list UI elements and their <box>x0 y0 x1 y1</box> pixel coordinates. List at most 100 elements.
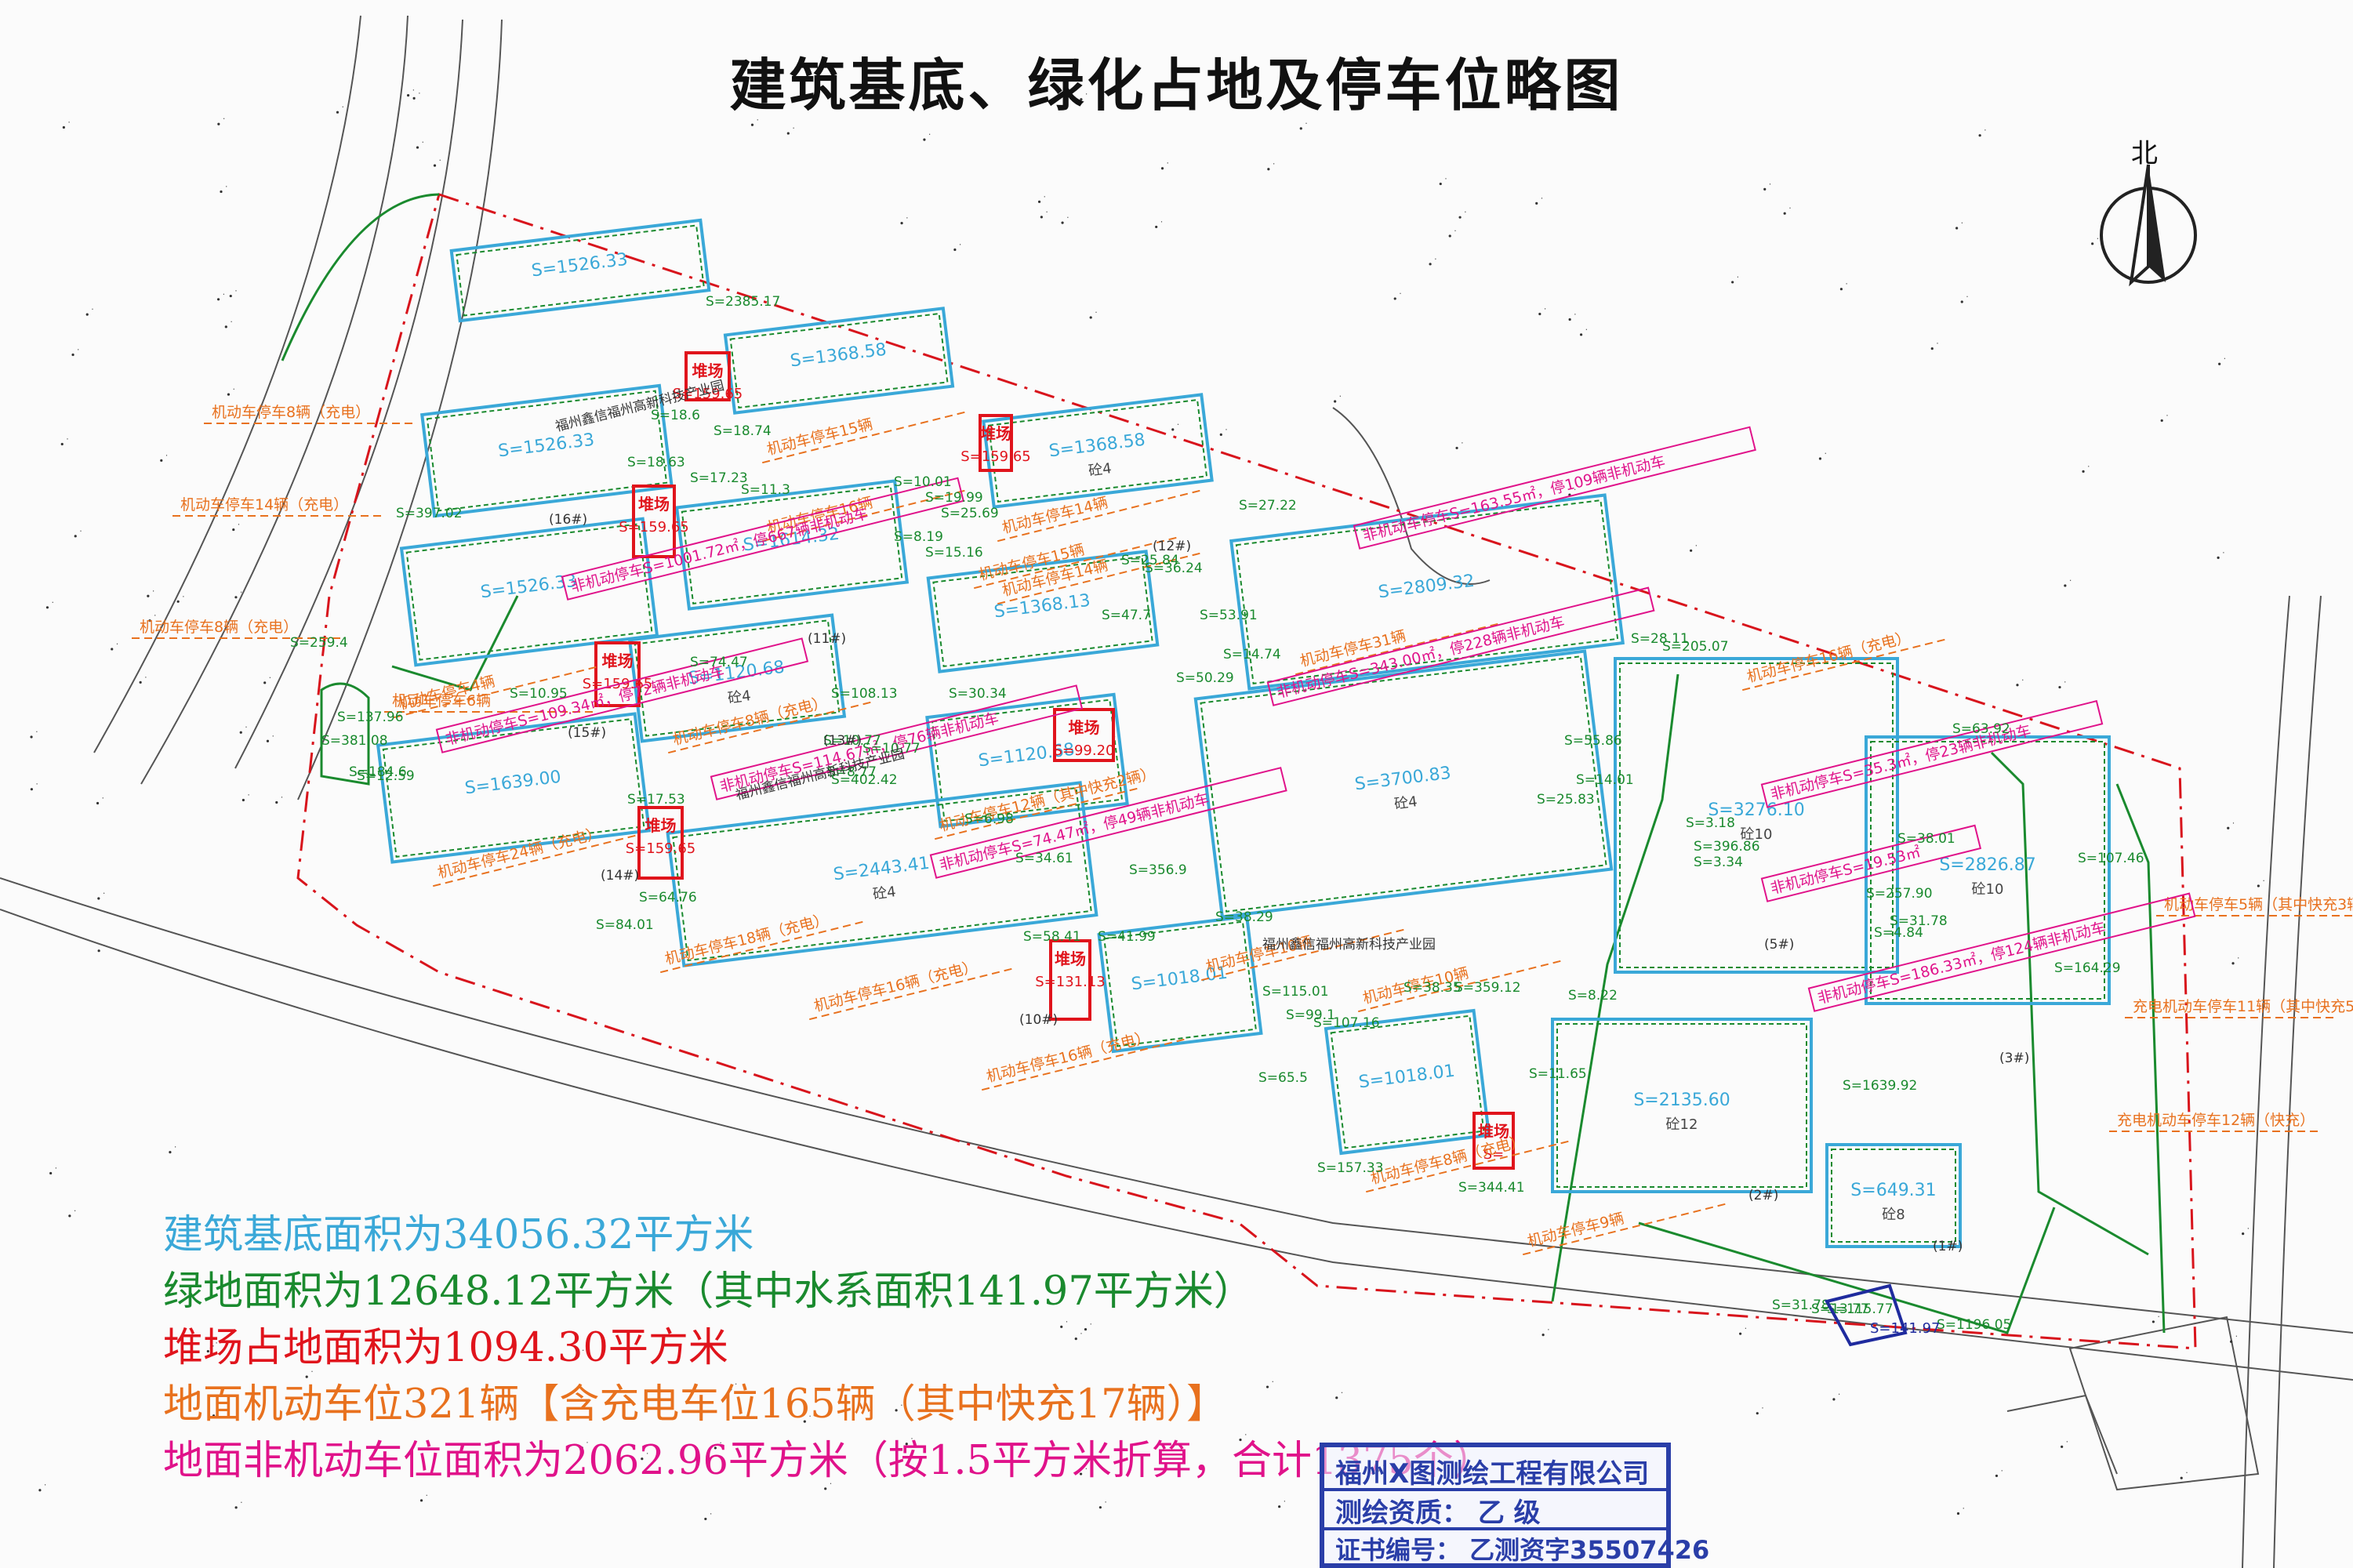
elevation-point <box>1955 227 1959 230</box>
elevation-point <box>576 1354 579 1357</box>
elevation-value: · <box>710 1508 713 1519</box>
elevation-value: · <box>1244 1429 1247 1439</box>
elevation-value: · <box>412 85 416 96</box>
elevation-value: · <box>1095 307 1098 318</box>
motor-parking-text: 机动车停车6辆 <box>392 692 491 710</box>
nonmotor-parking-zone <box>1353 426 1756 550</box>
elevation-point <box>71 353 74 357</box>
elevation-point <box>1074 1338 1077 1341</box>
building-setback <box>1870 741 2105 1000</box>
stamp-company: 福州X图测绘工程有限公司 <box>1335 1458 1650 1490</box>
elevation-value: · <box>735 1379 738 1389</box>
elevation-value: · <box>1745 1323 1748 1334</box>
survey-elevation-points: ········································… <box>30 85 2265 1521</box>
green-area-label: S=53.91 <box>1200 608 1258 623</box>
yard-area: S= <box>1483 1146 1505 1163</box>
motor-parking-label: 充电机动车停车12辆（快充） <box>2109 1112 2321 1132</box>
green-area-label: S=157.33 <box>1317 1160 1384 1176</box>
building-area-label: S=2443.41 <box>832 854 931 885</box>
elevation-point <box>2218 362 2221 365</box>
elevation-value: · <box>66 434 69 445</box>
green-area-label: S=28.11 <box>1631 631 1689 647</box>
elevation-value: · <box>1962 1504 1965 1514</box>
elevation-point <box>1335 1396 1338 1399</box>
green-area-label: S=27.22 <box>1239 498 1297 514</box>
elevation-point <box>206 1349 209 1353</box>
building-structure-label: 砼8 <box>1882 1207 1905 1223</box>
elevation-value: · <box>247 789 250 800</box>
elevation-point <box>1535 201 1538 205</box>
elevation-point <box>169 1151 172 1154</box>
green-area-label: S=107.16 <box>1313 1015 1380 1031</box>
elevation-point <box>147 594 150 597</box>
yard-outline <box>637 806 684 880</box>
elevation-point <box>30 788 34 791</box>
elevation-value: · <box>1104 1497 1107 1508</box>
parking-strip <box>1200 927 1407 982</box>
elevation-value: · <box>646 1449 649 1459</box>
nonmotor-parking-zone <box>561 477 964 601</box>
green-area-label: S=17.23 <box>690 470 748 486</box>
building-setback <box>1831 1149 1956 1243</box>
elevation-point <box>1439 182 1442 186</box>
elevation-value: · <box>1341 1388 1344 1398</box>
storage-yard: 堆场S=159.65 <box>619 485 689 558</box>
summary-nonmotor-area: 地面非机动车位面积为2062.96平方米（按1.5平方米折算，合计1375个） <box>163 1438 1494 1484</box>
building-structure-label: 砼4 <box>1393 793 1418 812</box>
elevation-point <box>239 731 242 734</box>
elevation-value: · <box>223 289 226 299</box>
motor-parking-text: 充电机动车停车12辆（快充） <box>2117 1112 2315 1129</box>
elevation-point <box>111 648 114 651</box>
green-area-label: S=10.77 <box>823 733 881 749</box>
motor-parking-label: 机动车停车15辆 <box>761 410 968 464</box>
yard-outline <box>1049 939 1091 1021</box>
elevation-point <box>1239 1438 1242 1442</box>
building-setback <box>1200 655 1607 913</box>
elevation-point <box>1061 221 1064 224</box>
building-outline <box>376 712 652 864</box>
elevation-value: · <box>310 1367 314 1377</box>
elevation-value: · <box>1464 207 1467 217</box>
green-area-label: S=14.01 <box>1576 772 1634 788</box>
elevation-point <box>1040 216 1043 219</box>
motor-parking-label: 机动车停车14辆 <box>997 488 1204 543</box>
elevation-point <box>1080 98 1083 101</box>
building-outline <box>399 517 659 667</box>
elevation-point <box>714 1446 717 1450</box>
elevation-value: · <box>35 727 38 737</box>
elevation-value: · <box>212 1341 215 1352</box>
green-area-label: S=108.13 <box>831 686 898 702</box>
green-area-label: S=84.01 <box>596 917 654 933</box>
motor-parking-label: 机动车停车16辆（充电） <box>808 958 1015 1021</box>
elevation-value: · <box>910 1434 913 1444</box>
elevation-point <box>704 1517 707 1521</box>
elevation-value: · <box>1574 310 1577 320</box>
elevation-value: · <box>426 1490 429 1501</box>
elevation-point <box>1538 312 1541 316</box>
elevation-value: · <box>230 317 233 327</box>
motor-parking-label: 机动车停车16辆（充电） <box>981 1029 1188 1091</box>
elevation-value: · <box>439 155 442 165</box>
elevation-value: · <box>1845 279 1848 289</box>
elevation-value: · <box>1695 540 1698 550</box>
elevation-point <box>895 1409 898 1412</box>
storage-yard: 堆场S= <box>1472 1112 1515 1170</box>
elevation-value: · <box>1461 437 1464 448</box>
elevation-point <box>1429 263 1432 266</box>
elevation-value: · <box>1788 203 1792 213</box>
building-outline <box>926 550 1160 673</box>
elevation-point <box>1783 212 1786 215</box>
elevation-value: · <box>79 526 82 536</box>
elevation-point <box>786 132 790 135</box>
building-setback <box>1235 499 1619 684</box>
elevation-point <box>1098 1506 1102 1509</box>
parking-strip <box>393 665 600 719</box>
yard-area: S=131.13 <box>1035 974 1106 990</box>
parking-strip <box>1522 1202 1729 1256</box>
building-setback <box>931 699 1124 822</box>
elevation-point <box>900 222 903 225</box>
green-area-label: S=25.69 <box>941 506 999 521</box>
green-area-label: S=11.3 <box>741 482 790 498</box>
elevation-value: · <box>1966 292 1969 302</box>
